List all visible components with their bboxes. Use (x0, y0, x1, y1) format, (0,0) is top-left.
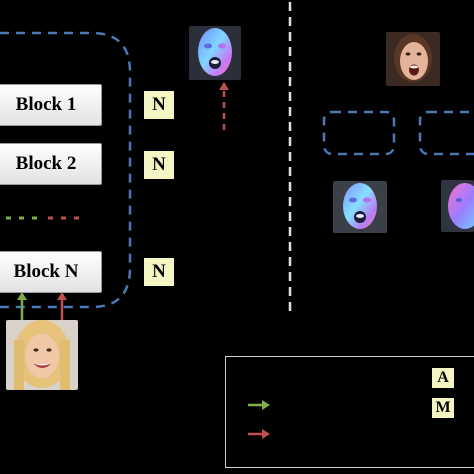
right-dashed-box-1 (322, 110, 396, 156)
normal-map-face-edge (441, 180, 474, 232)
legend-box (225, 356, 474, 468)
legend-badge-a-label: A (437, 369, 449, 386)
block-n: Block N (0, 251, 102, 293)
n-badge-3: N (144, 258, 174, 286)
legend-badge-m-label: M (435, 399, 451, 416)
photo-face-top-right (386, 32, 440, 86)
legend-badge-a: A (432, 368, 454, 388)
block-1: Block 1 (0, 84, 102, 126)
red-arrowhead (57, 292, 67, 300)
right-dashed-box-2 (418, 110, 474, 156)
input-face-photo (6, 320, 78, 390)
block-1-label: Block 1 (15, 94, 77, 115)
block-2-label: Block 2 (15, 153, 77, 174)
legend-badge-m: M (432, 398, 454, 418)
block-2: Block 2 (0, 143, 102, 185)
n-badge-2-label: N (152, 154, 166, 175)
n-badge-1: N (144, 91, 174, 119)
normal-map-face-top (189, 26, 241, 80)
green-arrowhead (17, 292, 27, 300)
normal-map-face-mid (333, 181, 387, 233)
n-badge-2: N (144, 151, 174, 179)
n-badge-1-label: N (152, 94, 166, 115)
legend-red-arrowhead (262, 429, 270, 439)
red-dotted-arrowhead (219, 82, 229, 90)
legend-green-arrowhead (262, 400, 270, 410)
block-n-label: Block N (13, 261, 79, 282)
n-badge-3-label: N (152, 261, 166, 282)
